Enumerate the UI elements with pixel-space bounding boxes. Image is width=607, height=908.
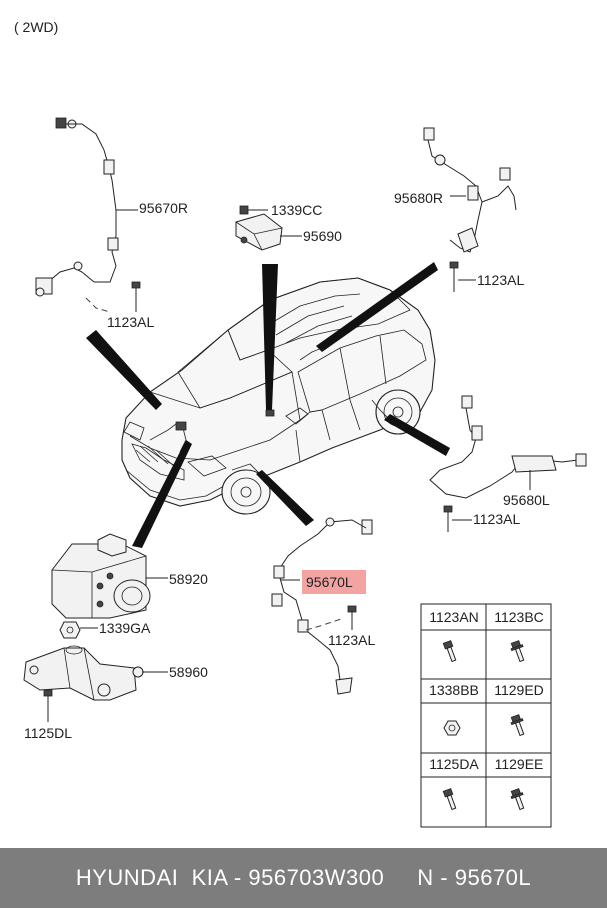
label-1339CC: 1339CC — [271, 202, 322, 218]
variant-label: ( 2WD) — [14, 19, 58, 35]
yaw-rate-sensor[interactable] — [235, 205, 302, 251]
nut-icon — [443, 720, 461, 736]
label-95680R: 95680R — [394, 190, 443, 206]
label-95680L: 95680L — [503, 492, 550, 508]
label-1123AL-rear-left: 1123AL — [473, 511, 520, 527]
callout-wedges — [86, 262, 450, 548]
table-cell-code: 1123BC — [494, 609, 544, 625]
label-95690: 95690 — [303, 228, 342, 244]
part-number-footer: HYUNDAI KIA - 956703W300 N - 95670L — [0, 848, 607, 908]
wheel-speed-sensor-rear-left[interactable] — [429, 395, 587, 532]
table-cell-code: 1123AN — [429, 609, 479, 625]
wheel-speed-sensor-front-left[interactable] — [271, 517, 373, 695]
parts-diagram: ( 2WD) — [14, 19, 587, 828]
label-1123AL-front-right: 1123AL — [107, 314, 154, 330]
vehicle-illustration — [121, 277, 436, 515]
flange-bolt-icon — [510, 788, 525, 811]
label-58920: 58920 — [169, 571, 208, 587]
label-1339GA: 1339GA — [99, 620, 151, 636]
fastener-table: 1123AN 1123BC 1338BB 1129ED 1125DA 1129E… — [420, 603, 552, 828]
abs-bracket[interactable] — [23, 645, 168, 722]
label-58960: 58960 — [169, 664, 208, 680]
flange-bolt-icon — [510, 714, 525, 737]
bolt-icon — [442, 788, 457, 811]
wheel-speed-sensor-rear-right[interactable] — [423, 127, 517, 292]
table-cell-code: 1125DA — [429, 756, 479, 772]
nut-1339GA[interactable] — [59, 621, 98, 639]
label-95670L: 95670L — [306, 574, 353, 590]
label-1123AL-front-left: 1123AL — [328, 632, 375, 648]
label-95670R: 95670R — [139, 200, 188, 216]
bolt-icon — [442, 640, 457, 663]
table-cell-code: 1129ED — [494, 682, 544, 698]
highlight-95670L — [302, 570, 366, 594]
abs-hydraulic-unit[interactable] — [51, 533, 168, 619]
table-cell-code: 1129EE — [495, 756, 544, 772]
flange-bolt-icon — [510, 640, 525, 663]
label-1125DL: 1125DL — [24, 725, 72, 741]
wheel-speed-sensor-front-right[interactable] — [35, 117, 141, 313]
table-cell-code: 1338BB — [429, 682, 479, 698]
label-1123AL-rear-right: 1123AL — [477, 272, 524, 288]
